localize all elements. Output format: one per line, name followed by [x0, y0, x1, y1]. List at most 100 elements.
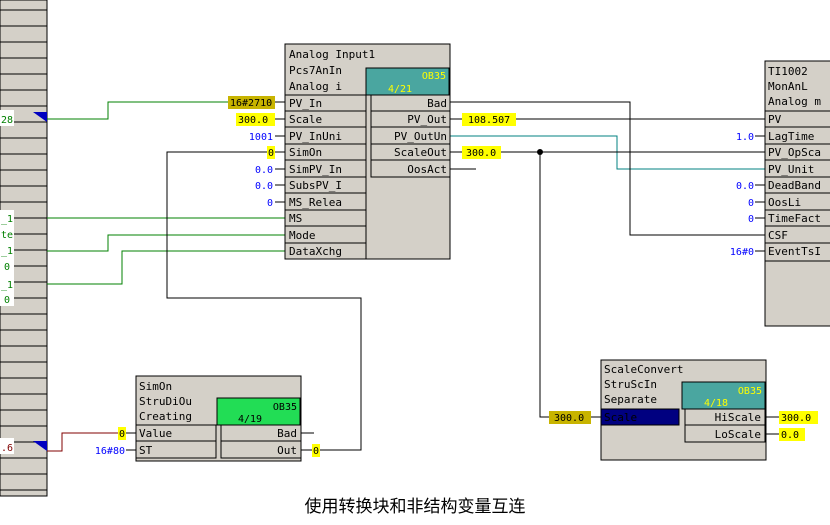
- block-name: ScaleConvert: [604, 363, 683, 376]
- value-pv-inuni[interactable]: 1001: [249, 132, 273, 143]
- block-name: SimOn: [139, 380, 172, 393]
- ob-sequence: 4/18: [704, 398, 728, 409]
- margin-ref-datax1: _1: [1, 246, 13, 257]
- wire-bad-csf[interactable]: [450, 101, 765, 236]
- value-value[interactable]: 0: [119, 429, 125, 440]
- value-scale-in[interactable]: 300.0: [554, 413, 584, 424]
- pin-lagtime[interactable]: LagTime: [768, 130, 814, 143]
- block-scaleconvert[interactable]: ScaleConvert StruScIn Separate OB35 4/18…: [549, 359, 818, 461]
- value-loscale-bg: [779, 428, 805, 441]
- pin-deadband[interactable]: DeadBand: [768, 179, 821, 192]
- value-simon[interactable]: 0: [268, 148, 274, 159]
- pin-pv-in[interactable]: PV_In: [289, 97, 322, 110]
- pin-out[interactable]: Out: [277, 444, 297, 457]
- value-scale-bg: [236, 113, 275, 126]
- pin-csf[interactable]: CSF: [768, 229, 788, 242]
- value-deadband[interactable]: 0.0: [736, 181, 754, 192]
- block-type: Pcs7AnIn: [289, 64, 342, 77]
- value-oosli[interactable]: 0: [748, 198, 754, 209]
- pin-bad[interactable]: Bad: [427, 97, 447, 110]
- pin-st[interactable]: ST: [139, 444, 153, 457]
- margin-ref-28: 28: [1, 115, 13, 126]
- block-type: MonAnL: [768, 80, 808, 93]
- output-pins: Bad PV_Out PV_OutUn ScaleOut OosAct: [370, 94, 451, 178]
- ob-run-sequence-box[interactable]: [365, 67, 450, 96]
- ob-task: OB35: [422, 71, 446, 82]
- pin-ms-relea[interactable]: MS_Relea: [289, 196, 342, 209]
- value-out[interactable]: 0: [313, 446, 319, 457]
- value-pv-out[interactable]: 108.507: [468, 115, 510, 126]
- pin-scaleout[interactable]: ScaleOut: [394, 146, 447, 159]
- value-pv-in-bg: [228, 96, 275, 109]
- value-lagtime[interactable]: 1.0: [736, 132, 754, 143]
- margin-ref-datax2: 0: [4, 262, 10, 273]
- value-hiscale-bg: [779, 411, 818, 424]
- margin-ref-mode: te: [1, 230, 13, 241]
- margin-ref-datax4: 0: [4, 295, 10, 306]
- wire-dataxchg[interactable]: [47, 250, 285, 285]
- pin-bad[interactable]: Bad: [277, 427, 297, 440]
- wire-simon-out[interactable]: [166, 151, 362, 451]
- value-simon-bg: [267, 146, 275, 159]
- value-value-bg: [118, 427, 126, 440]
- margin-ref-ms: _1: [1, 214, 13, 225]
- pin-mode[interactable]: Mode: [289, 229, 316, 242]
- wire-simon-value[interactable]: [47, 432, 118, 452]
- block-comment: Creating: [139, 410, 192, 423]
- pin-pv-out[interactable]: PV_Out: [407, 113, 447, 126]
- pin-pv[interactable]: PV: [768, 113, 782, 126]
- value-scale[interactable]: 300.0: [238, 115, 268, 126]
- margin-connector-triangle: [33, 441, 47, 451]
- pin-eventtsi[interactable]: EventTsI: [768, 245, 821, 258]
- value-scaleout[interactable]: 300.0: [466, 148, 496, 159]
- value-simpv-in[interactable]: 0.0: [255, 165, 273, 176]
- ob-task: OB35: [273, 402, 297, 413]
- value-loscale[interactable]: 0.0: [781, 430, 799, 441]
- value-ms-relea[interactable]: 0: [267, 198, 273, 209]
- pin-pv-inuni[interactable]: PV_InUni: [289, 130, 342, 143]
- margin-ref-6: .6: [1, 443, 13, 454]
- value-eventtsi[interactable]: 16#0: [730, 247, 754, 258]
- pin-oosact[interactable]: OosAct: [407, 163, 447, 176]
- pin-hiscale[interactable]: HiScale: [715, 411, 761, 424]
- pin-pv-unit[interactable]: PV_Unit: [768, 163, 814, 176]
- margin-connector-triangle: [33, 112, 47, 122]
- value-out-bg: [312, 444, 320, 457]
- wire-scale-branch[interactable]: [539, 152, 549, 418]
- pin-ms[interactable]: MS: [289, 212, 302, 225]
- input-pins: PV LagTime PV_OpSca PV_Unit DeadBand Oos…: [764, 110, 830, 262]
- pin-subspv[interactable]: SubsPV_I: [289, 179, 342, 192]
- value-subspv[interactable]: 0.0: [255, 181, 273, 192]
- value-pv-in[interactable]: 16#2710: [230, 98, 272, 109]
- block-comment: Separate: [604, 393, 657, 406]
- value-timefact[interactable]: 0: [748, 214, 754, 225]
- pin-scale[interactable]: Scale: [604, 411, 637, 424]
- value-hiscale[interactable]: 300.0: [781, 413, 811, 424]
- block-analog-input1[interactable]: Analog Input1 Pcs7AnIn Analog i OB35 4/2…: [228, 43, 516, 260]
- block-name: Analog Input1: [289, 48, 375, 61]
- pin-scale[interactable]: Scale: [289, 113, 322, 126]
- block-comment: Analog i: [289, 80, 342, 93]
- pin-simpv-in[interactable]: SimPV_In: [289, 163, 342, 176]
- block-type: StruScIn: [604, 378, 657, 391]
- left-margin-bar: 28 _1 te _1 0 _1 0 .6: [0, 0, 48, 497]
- pin-value[interactable]: Value: [139, 427, 172, 440]
- pin-pv-outun[interactable]: PV_OutUn: [394, 130, 447, 143]
- pin-timefact[interactable]: TimeFact: [768, 212, 821, 225]
- ob-run-sequence-box[interactable]: [681, 381, 766, 410]
- pin-pv-opsca[interactable]: PV_OpSca: [768, 146, 821, 159]
- pin-simon[interactable]: SimOn: [289, 146, 322, 159]
- block-ti1002[interactable]: TI1002 MonAnL Analog m PV LagTime PV_OpS…: [730, 60, 830, 327]
- pin-dataxchg[interactable]: DataXchg: [289, 245, 342, 258]
- pin-loscale[interactable]: LoScale: [715, 428, 761, 441]
- value-scaleout-bg: [462, 146, 501, 159]
- wires: [47, 101, 765, 452]
- value-st[interactable]: 16#80: [95, 446, 125, 457]
- wire-mode[interactable]: [47, 234, 285, 252]
- block-name: TI1002: [768, 65, 808, 78]
- pin-oosli[interactable]: OosLi: [768, 196, 801, 209]
- value-pv-out-bg: [462, 113, 516, 126]
- wire-pv-in[interactable]: [47, 101, 228, 120]
- block-simon[interactable]: SimOn StruDiOu Creating OB35 4/19 Value …: [95, 375, 320, 462]
- input-pins: Value ST: [135, 424, 217, 459]
